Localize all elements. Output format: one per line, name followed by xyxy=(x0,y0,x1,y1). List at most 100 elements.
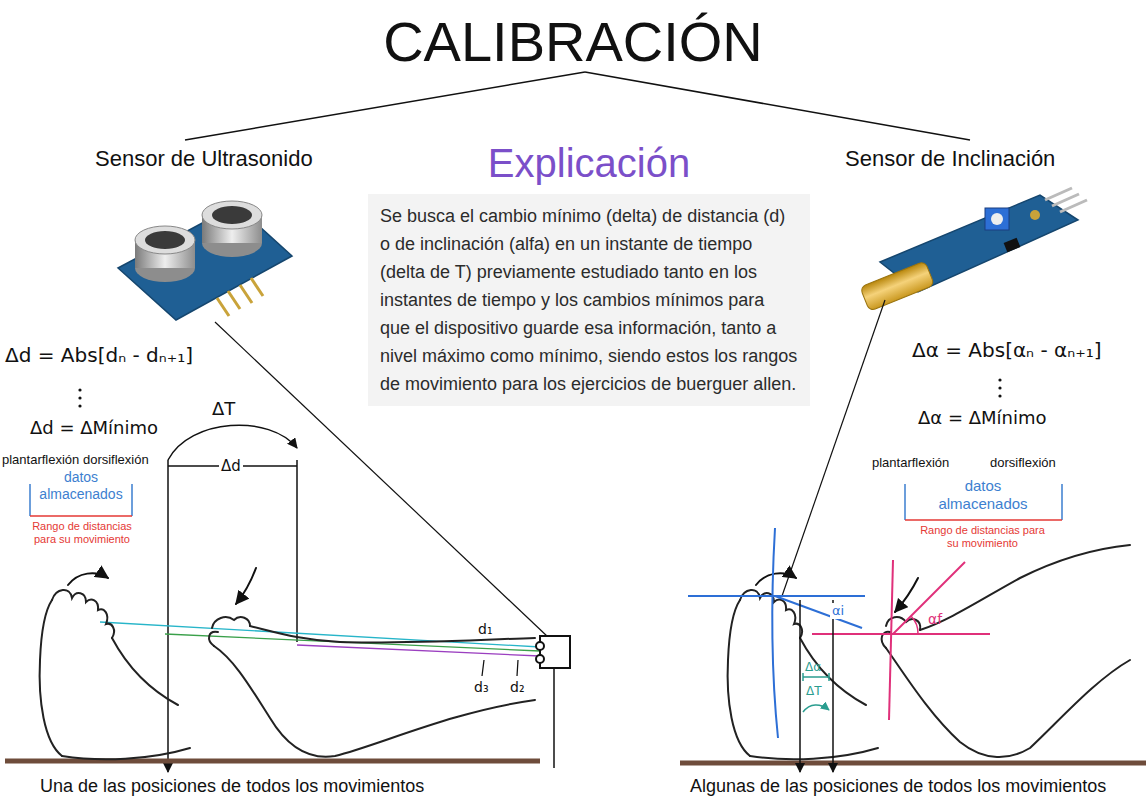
ellipsis-dot xyxy=(78,396,81,399)
delta-mark xyxy=(803,705,829,712)
formula: Δd = ΔMínimo xyxy=(30,417,158,439)
figure-caption: Algunas de las posiciones de todos los m… xyxy=(690,776,1106,798)
angle-axis xyxy=(812,633,990,635)
range-bracket xyxy=(30,515,132,517)
distance-delta: Δd xyxy=(219,457,243,475)
angle-axis xyxy=(911,616,918,634)
ultrasonic-sensor xyxy=(228,291,240,309)
tilt-sensor xyxy=(1030,210,1040,220)
foot-drawing xyxy=(728,600,750,756)
box-body: Se busca el cambio mínimo (delta) de dis… xyxy=(368,194,810,406)
foot-drawing xyxy=(40,545,1130,759)
ellipsis-dot xyxy=(998,378,1001,381)
sensor-label: Sensor de Ultrasonido xyxy=(95,146,313,172)
stored-data-label: datos almacenados xyxy=(933,477,1033,513)
ultrasonic-sensor xyxy=(217,278,263,316)
distance-ray xyxy=(297,645,540,656)
angle-axis xyxy=(889,560,893,720)
range-end-label: dorsiflexión xyxy=(990,455,1056,471)
formula: Δα = ΔMínimo xyxy=(918,407,1047,429)
tree-line xyxy=(185,72,970,140)
diagram-title: CALIBRACIÓN xyxy=(0,14,1146,70)
foot-drawing xyxy=(62,748,190,759)
position-arrow xyxy=(800,600,833,772)
ultrasonic-sensor xyxy=(217,298,229,316)
ultrasonic-box xyxy=(536,655,544,663)
range-ruler xyxy=(168,425,297,460)
foot-drawing xyxy=(52,590,114,638)
distance-label: d₂ xyxy=(510,679,525,696)
distance-ray xyxy=(100,622,540,676)
range-bracket xyxy=(905,519,1062,521)
delta-mark xyxy=(803,676,829,678)
foot-drawing xyxy=(886,648,1130,757)
range-end-label: plantarflexión dorsiflexión xyxy=(2,452,149,468)
position-arrow xyxy=(832,600,834,772)
ellipsis-dot xyxy=(998,394,1001,397)
ground-line xyxy=(680,761,1146,766)
tilt-sensor xyxy=(991,213,1003,225)
figure-caption: Una de las posiciones de todos los movim… xyxy=(40,776,424,798)
ellipsis-dot xyxy=(78,388,81,391)
angle-label: αf xyxy=(928,611,942,628)
delta-mark xyxy=(802,673,804,681)
distance-ray xyxy=(482,660,484,676)
box-heading: Explicación xyxy=(368,140,810,186)
foot-drawing xyxy=(214,646,535,757)
foot-drawing xyxy=(895,578,918,612)
sensor-label: Sensor de Inclinación xyxy=(845,146,1055,172)
foot-drawing xyxy=(728,573,878,759)
foot-drawing xyxy=(112,638,178,705)
angle-axis xyxy=(772,528,778,738)
ultrasonic-sensor xyxy=(145,231,185,249)
tilt-sensor xyxy=(860,261,935,311)
angle-label: αi xyxy=(830,603,846,619)
tilt-sensor xyxy=(860,261,935,311)
distance-label: d₁ xyxy=(478,621,493,638)
tree-line xyxy=(185,72,585,140)
explanation-box: Explicación Se busca el cambio mínimo (de… xyxy=(368,140,810,406)
tilt-sensor xyxy=(1045,188,1087,212)
tree-line xyxy=(585,72,970,140)
foot-drawing xyxy=(236,568,256,604)
angle-axis xyxy=(688,528,990,738)
foot-drawing xyxy=(68,573,108,585)
foot-drawing xyxy=(750,748,878,759)
foot-drawing xyxy=(40,600,62,756)
time-delta: ΔT xyxy=(806,684,822,698)
foot-drawing xyxy=(209,632,218,646)
angle-axis xyxy=(775,596,862,628)
foot-drawing xyxy=(212,617,250,628)
ultrasonic-box xyxy=(536,642,544,650)
range-ruler xyxy=(296,460,298,642)
ultrasonic-box xyxy=(540,636,570,668)
tilt-sensor xyxy=(1060,200,1087,212)
stored-data-label: datos almacenados xyxy=(30,469,132,503)
delta-mark xyxy=(803,673,829,712)
ultrasonic-sensor xyxy=(135,226,195,254)
formula: Δα = Abs[αₙ - αₙ₊₁] xyxy=(912,338,1102,362)
range-label: Rango de distancias para su movimiento xyxy=(920,524,1045,550)
ultrasonic-sensor xyxy=(240,285,252,303)
ultrasonic-box xyxy=(536,636,570,768)
ground-line xyxy=(5,761,1146,763)
delta-mark xyxy=(828,673,830,681)
range-label: Rango de distancias para su movimiento xyxy=(22,520,142,546)
time-delta: ΔT xyxy=(212,398,235,420)
distance-label: d₃ xyxy=(474,679,489,696)
ultrasonic-sensor xyxy=(212,206,252,224)
ultrasonic-box xyxy=(553,668,555,768)
ellipsis-dot xyxy=(998,386,1001,389)
tilt-sensor xyxy=(1004,238,1021,253)
formula: Δd = Abs[dₙ - dₙ₊₁] xyxy=(5,343,193,367)
ultrasonic-sensor xyxy=(202,201,262,229)
range-bracket xyxy=(30,484,1062,520)
foot-drawing xyxy=(920,545,1130,630)
range-ruler xyxy=(168,425,297,772)
ultrasonic-sensor xyxy=(118,201,292,320)
ultrasonic-sensor xyxy=(118,205,292,320)
range-end-label: plantarflexión xyxy=(872,455,949,471)
angle-delta: Δα xyxy=(805,660,821,674)
range-ruler xyxy=(167,460,169,772)
